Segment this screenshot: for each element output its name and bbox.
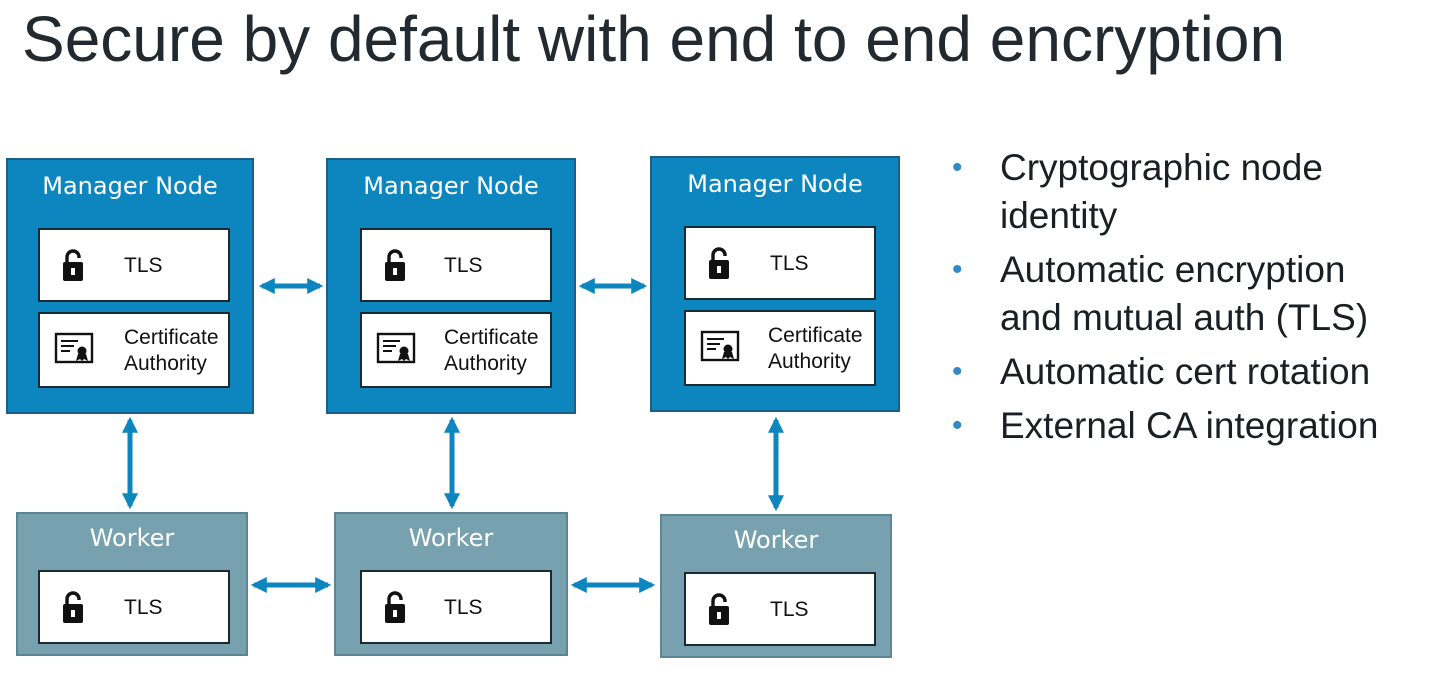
padlock-icon	[385, 591, 405, 623]
worker-node-title: Worker	[89, 524, 175, 552]
tls-label: TLS	[124, 596, 163, 619]
bullet-line1: Automatic encryption	[1000, 249, 1346, 290]
bullet-item: • Automatic encryption and mutual auth (…	[946, 246, 1444, 342]
tls-label: TLS	[444, 596, 483, 619]
worker-node-2: Worker TLS	[334, 512, 568, 656]
manager-node-title: Manager Node	[687, 170, 863, 198]
bullet-line2: identity	[1000, 195, 1118, 236]
certificate-icon	[54, 332, 94, 364]
certificate-icon	[376, 332, 416, 364]
ca-label-line2: Authority	[124, 352, 207, 375]
bullet-item: • Automatic cert rotation	[946, 348, 1444, 396]
ca-label-line1: Certificate	[124, 326, 219, 349]
ca-box: Certificate Authority	[360, 312, 552, 388]
tls-box: TLS	[360, 228, 552, 302]
tls-label: TLS	[444, 254, 483, 277]
slide-title: Secure by default with end to end encryp…	[22, 3, 1286, 75]
tls-label: TLS	[770, 252, 809, 275]
manager-node-2: Manager Node TLS Certificate Authority	[326, 158, 576, 414]
worker-node-3: Worker TLS	[660, 514, 892, 658]
bullet-line1: Cryptographic node	[1000, 147, 1323, 188]
tls-label: TLS	[770, 598, 809, 621]
ca-box: Certificate Authority	[684, 310, 876, 386]
bullet-dot: •	[952, 409, 963, 442]
worker-node-title: Worker	[408, 524, 494, 552]
padlock-icon	[63, 249, 83, 281]
padlock-icon	[63, 591, 83, 623]
bullet-dot: •	[952, 151, 963, 184]
ca-box: Certificate Authority	[38, 312, 230, 388]
bullet-dot: •	[952, 355, 963, 388]
manager-node-title: Manager Node	[42, 172, 218, 200]
bullet-item: • Cryptographic node identity	[946, 144, 1444, 240]
tls-box: TLS	[38, 570, 230, 644]
tls-box: TLS	[38, 228, 230, 302]
ca-label-line2: Authority	[444, 352, 527, 375]
worker-node-title: Worker	[733, 526, 819, 554]
manager-node-1: Manager Node TLS Certificate Authority	[6, 158, 254, 414]
bullet-line1: Automatic cert rotation	[1000, 351, 1371, 392]
ca-label-line1: Certificate	[768, 324, 863, 347]
padlock-icon	[385, 249, 405, 281]
certificate-icon	[700, 330, 740, 362]
bullet-line2: and mutual auth (TLS)	[1000, 297, 1369, 338]
worker-node-1: Worker TLS	[16, 512, 248, 656]
tls-box: TLS	[360, 570, 552, 644]
bullet-dot: •	[952, 253, 963, 286]
feature-bullet-list: • Cryptographic node identity • Automati…	[946, 144, 1444, 456]
tls-label: TLS	[124, 254, 163, 277]
ca-label-line1: Certificate	[444, 326, 539, 349]
padlock-icon	[709, 247, 729, 279]
padlock-icon	[709, 593, 729, 625]
bullet-item: • External CA integration	[946, 402, 1444, 450]
bullet-line1: External CA integration	[1000, 405, 1379, 446]
tls-box: TLS	[684, 226, 876, 300]
manager-node-title: Manager Node	[363, 172, 539, 200]
manager-node-3: Manager Node TLS Certificate Authority	[650, 156, 900, 412]
tls-box: TLS	[684, 572, 876, 646]
ca-label-line2: Authority	[768, 350, 851, 373]
